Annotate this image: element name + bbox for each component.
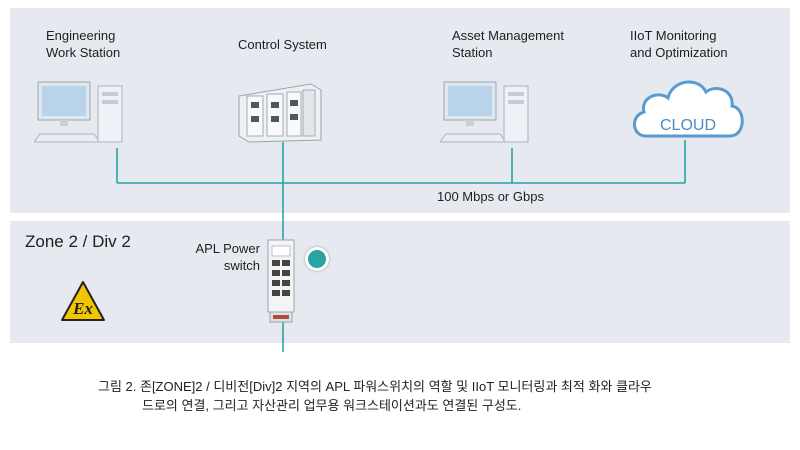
control-system-label: Control System [238, 37, 327, 52]
network-speed-label: 100 Mbps or Gbps [437, 189, 544, 204]
apl-power-switch-icon [267, 239, 295, 323]
control-system-icon [238, 83, 322, 143]
ex-symbol-text: Ex [72, 299, 93, 318]
caption-line-2: 드로의 연결, 그리고 자산관리 업무용 워크스테이션과도 연결된 구성도. [142, 398, 522, 413]
asset-management-station-icon [440, 81, 529, 143]
zone-title: Zone 2 / Div 2 [25, 232, 131, 251]
cloud-icon: CLOUD [633, 80, 744, 138]
zone-2-panel [10, 221, 790, 343]
apl-switch-label: APL Power switch [195, 241, 260, 273]
figure-caption: 그림 2. 존[ZONE]2 / 디비전[Div]2 지역의 APL 파워스위치… [98, 377, 738, 415]
ex-hazard-icon: Ex [61, 281, 105, 321]
engineering-workstation-icon [34, 81, 123, 143]
caption-line-1: 그림 2. 존[ZONE]2 / 디비전[Div]2 지역의 APL 파워스위치… [98, 379, 652, 394]
asset-management-label: Asset Management Station [452, 28, 565, 60]
iiot-monitoring-label: IIoT Monitoring and Optimization [630, 28, 728, 60]
cloud-label: CLOUD [660, 117, 716, 134]
engineering-workstation-label: Engineering Work Station [46, 28, 121, 60]
switch-status-dot [305, 247, 329, 271]
